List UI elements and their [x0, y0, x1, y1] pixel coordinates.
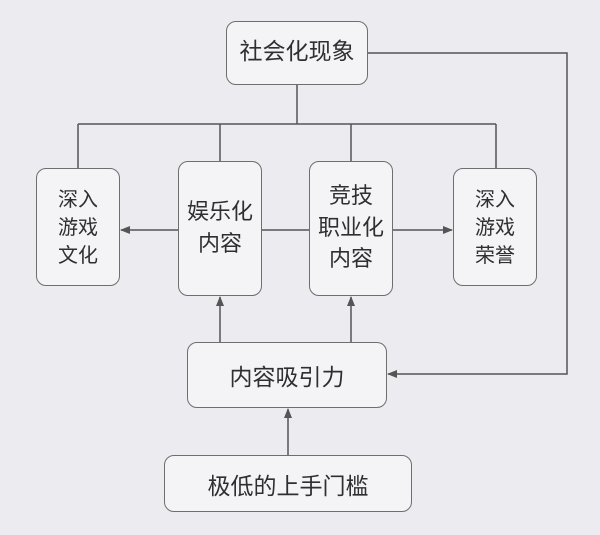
top-bracket-connector: [77, 85, 497, 168]
node-low-entry-threshold: 极低的上手门槛: [164, 455, 412, 512]
feedback-loop-arrow: [368, 52, 568, 378]
node-game-honor: 深入 游戏 荣誉: [453, 168, 537, 286]
upward-arrows: [216, 296, 355, 455]
node-entertainment-content: 娱乐化 内容: [178, 161, 262, 296]
node-game-culture: 深入 游戏 文化: [36, 168, 120, 286]
node-social-phenomenon: 社会化现象: [226, 21, 368, 85]
node-content-appeal: 内容吸引力: [187, 342, 387, 408]
node-esports-content: 竞技 职业化 内容: [309, 161, 393, 296]
